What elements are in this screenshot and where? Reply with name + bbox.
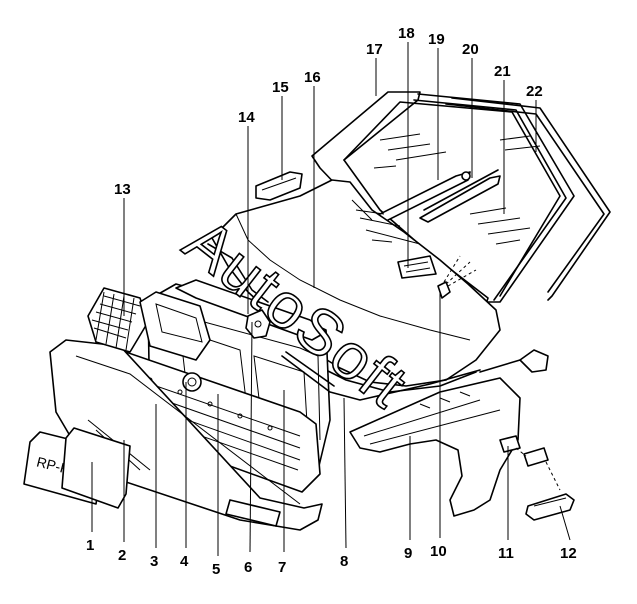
callout-numbers: 1 2 3 4 5 6 7 8 9 10 11 12 13 14 15 16 1…: [86, 25, 577, 578]
headlamp: [87, 287, 149, 353]
leader-lines: [91, 42, 571, 556]
callout-21: 21: [494, 63, 511, 80]
callout-20: 20: [462, 41, 479, 58]
callout-10: 10: [430, 543, 447, 560]
callout-12: 12: [560, 545, 577, 562]
callout-1: 1: [86, 537, 94, 554]
side-lamp: [499, 435, 575, 521]
hood-hinge-cover: [255, 171, 303, 201]
callout-11: 11: [498, 545, 514, 562]
hood-seal: [281, 351, 481, 401]
license-plate-bracket: [61, 427, 131, 509]
callout-7: 7: [278, 559, 286, 576]
callout-8: 8: [340, 553, 348, 570]
hood-prop-rod: [207, 243, 269, 303]
front-fender: [349, 349, 549, 517]
callout-18: 18: [398, 25, 415, 42]
callout-3: 3: [150, 553, 158, 570]
callout-2: 2: [118, 547, 126, 564]
callout-15: 15: [272, 79, 289, 96]
callout-13: 13: [114, 181, 131, 198]
emblem: [182, 372, 202, 392]
wiper-assembly: [367, 169, 501, 225]
callout-14: 14: [238, 109, 255, 126]
callout-17: 17: [366, 41, 383, 58]
callout-22: 22: [526, 83, 543, 100]
callout-9: 9: [404, 545, 412, 562]
callout-6: 6: [244, 559, 252, 576]
washer-jet: [437, 255, 477, 299]
callout-16: 16: [304, 69, 321, 86]
headlamp-frame: [139, 291, 211, 361]
callout-19: 19: [428, 31, 445, 48]
callout-4: 4: [180, 553, 189, 570]
callout-5: 5: [212, 561, 220, 578]
